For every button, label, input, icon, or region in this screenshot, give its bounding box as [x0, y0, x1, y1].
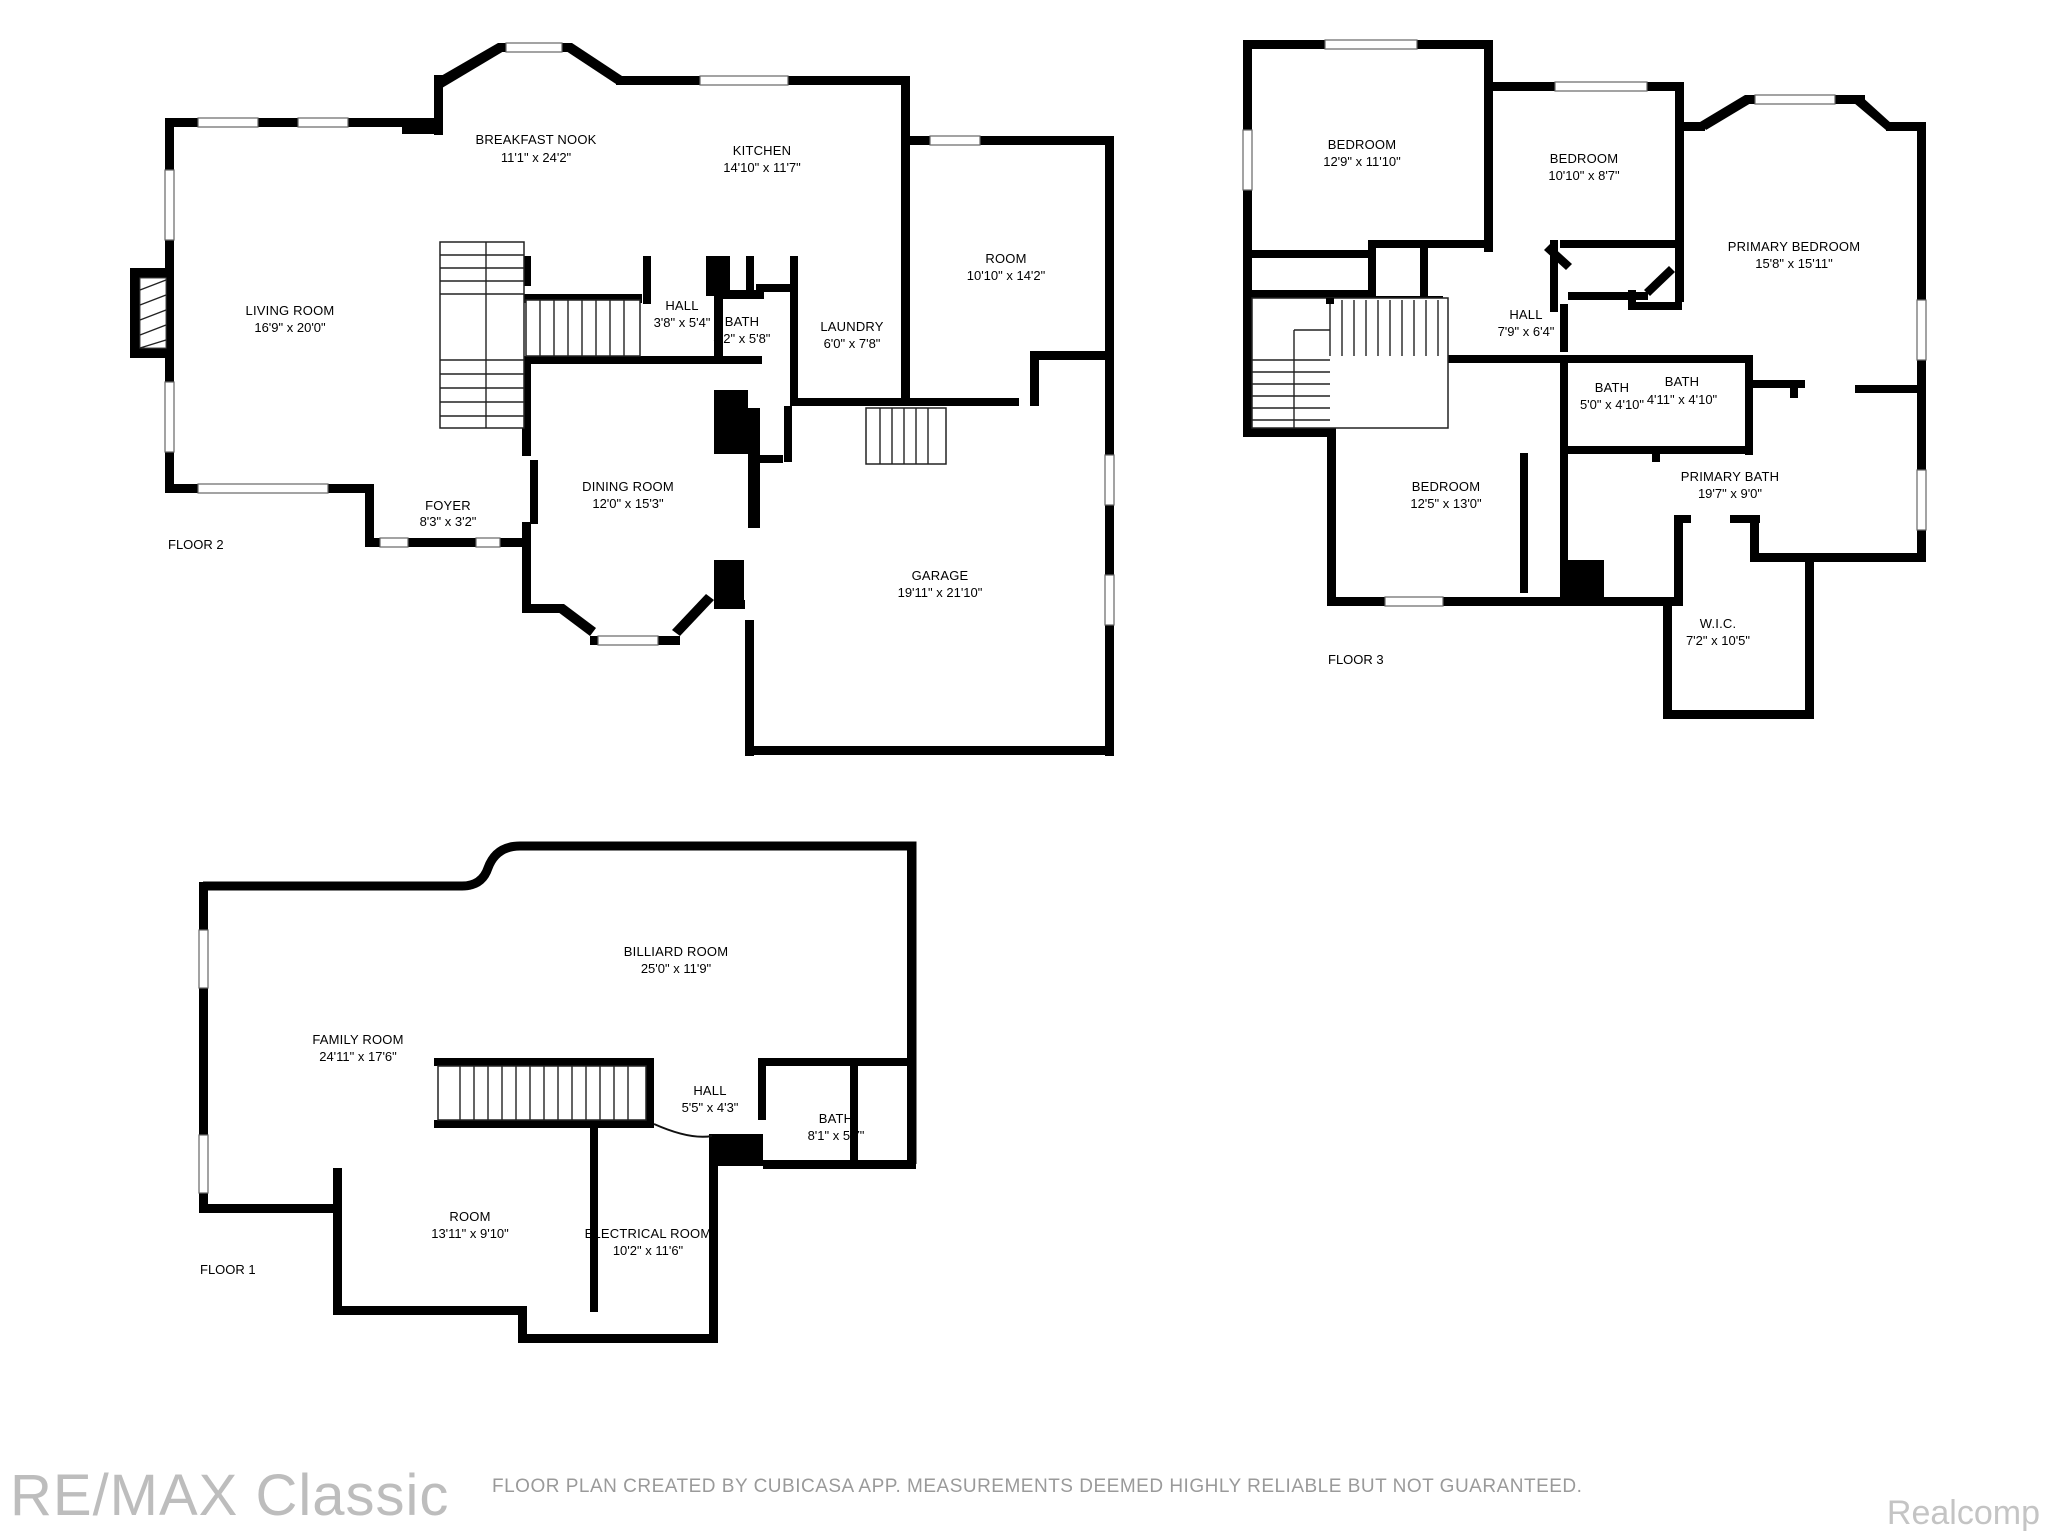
- room-name: FOYER: [425, 498, 471, 513]
- room-dimensions: 24'11" x 17'6": [319, 1049, 397, 1064]
- room-dimensions: 8'3" x 3'2": [420, 514, 477, 529]
- room-dimensions: 7'9" x 6'4": [1498, 324, 1555, 339]
- room-name: KITCHEN: [733, 143, 791, 158]
- floor-label: FLOOR 2: [168, 537, 224, 552]
- room-name: BATH: [1665, 374, 1700, 389]
- room-dimensions: 5'0" x 4'10": [1580, 397, 1644, 412]
- room-name: BATH: [1595, 380, 1630, 395]
- room-name: HALL: [665, 298, 698, 313]
- room-dimensions: 25'0" x 11'9": [641, 961, 712, 976]
- floor-3-plan: [1242, 39, 1927, 719]
- room-dimensions: 19'7" x 9'0": [1698, 486, 1762, 501]
- room-name: BEDROOM: [1550, 151, 1619, 166]
- room-dimensions: 4'2" x 5'8": [714, 331, 771, 346]
- room-dimensions: 19'11" x 21'10": [898, 585, 983, 600]
- room-name: GARAGE: [912, 568, 969, 583]
- floor-label: FLOOR 3: [1328, 652, 1384, 667]
- floor-1-plan: [198, 841, 917, 1343]
- room-dimensions: 12'9" x 11'10": [1323, 154, 1401, 169]
- disclaimer-text: FLOOR PLAN CREATED BY CUBICASA APP. MEAS…: [492, 1476, 1583, 1497]
- room-dimensions: 16'9" x 20'0": [254, 320, 326, 335]
- room-name: DINING ROOM: [582, 479, 674, 494]
- room-dimensions: 14'10" x 11'7": [723, 160, 801, 175]
- room-name: BATH: [819, 1111, 854, 1126]
- room-dimensions: 6'0" x 7'8": [824, 336, 881, 351]
- room-dimensions: 12'5" x 13'0": [1410, 496, 1482, 511]
- room-dimensions: 12'0" x 15'3": [592, 496, 664, 511]
- room-name: ELECTRICAL ROOM: [585, 1226, 712, 1241]
- room-name: HALL: [693, 1083, 726, 1098]
- room-labels: FLOOR 2 FLOOR 3 FLOOR 1 BREAKFAST NOOK 1…: [168, 132, 1860, 1277]
- room-name: BILLIARD ROOM: [624, 944, 728, 959]
- room-name: LIVING ROOM: [246, 303, 335, 318]
- room-name: BEDROOM: [1328, 137, 1397, 152]
- room-dimensions: 11'1" x 24'2": [501, 150, 572, 165]
- floor-2-plan: [130, 42, 1115, 756]
- room-dimensions: 5'5" x 4'3": [682, 1100, 739, 1115]
- room-name: BEDROOM: [1412, 479, 1481, 494]
- floor-label: FLOOR 1: [200, 1262, 256, 1277]
- brand-watermark: Realcomp: [1886, 1494, 2040, 1532]
- room-name: LAUNDRY: [820, 319, 883, 334]
- room-name: PRIMARY BEDROOM: [1728, 239, 1861, 254]
- room-dimensions: 7'2" x 10'5": [1686, 633, 1750, 648]
- room-name: HALL: [1509, 307, 1542, 322]
- room-dimensions: 13'11" x 9'10": [431, 1226, 509, 1241]
- room-name: PRIMARY BATH: [1681, 469, 1779, 484]
- room-dimensions: 10'10" x 14'2": [967, 268, 1046, 283]
- room-dimensions: 4'11" x 4'10": [1647, 392, 1718, 407]
- room-dimensions: 8'1" x 5'7": [808, 1128, 865, 1143]
- room-name: BATH: [725, 314, 760, 329]
- room-name: ROOM: [985, 251, 1026, 266]
- room-dimensions: 10'2" x 11'6": [613, 1243, 684, 1258]
- room-dimensions: 15'8" x 15'11": [1755, 256, 1833, 271]
- room-name: FAMILY ROOM: [312, 1032, 403, 1047]
- room-dimensions: 3'8" x 5'4": [654, 315, 711, 330]
- watermark-logo-text: RE/MAX Classic: [10, 1463, 450, 1528]
- room-name: W.I.C.: [1700, 616, 1737, 631]
- room-name: ROOM: [449, 1209, 490, 1224]
- room-name: BREAKFAST NOOK: [475, 132, 596, 147]
- room-dimensions: 10'10" x 8'7": [1548, 168, 1620, 183]
